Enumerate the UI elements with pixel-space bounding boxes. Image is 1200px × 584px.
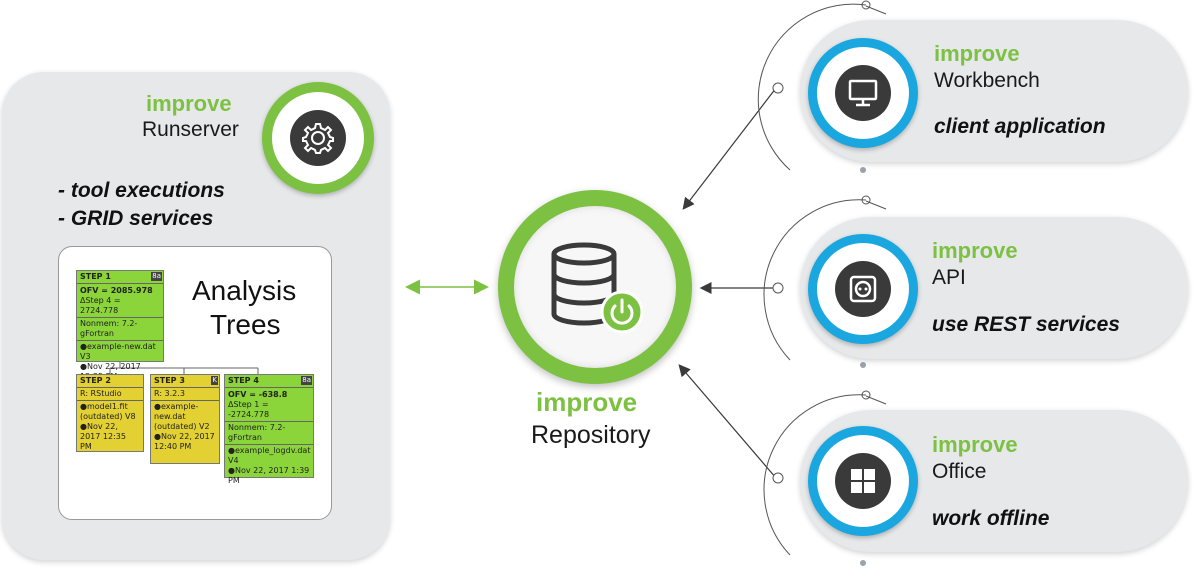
database-power-icon (551, 242, 644, 334)
step1-badge: 8a (151, 272, 162, 281)
office-tagline: work offline (932, 507, 1050, 530)
socket-icon (835, 261, 891, 317)
step3-badge: K (211, 376, 218, 385)
runserver-name: Runserver (142, 118, 239, 141)
repository-brand: improve (536, 387, 638, 417)
step4-nonmem: Nonmem: 7.2-gFortran (225, 422, 313, 445)
step1-ofv: OFV = 2085.978 (80, 286, 153, 295)
runserver-brand: improve (146, 91, 232, 116)
step3-title: STEP 3 (151, 375, 219, 388)
windows-icon (835, 453, 891, 509)
tree-lines (109, 362, 259, 374)
workbench-name: Workbench (934, 69, 1040, 92)
step2-title: STEP 2 (77, 375, 143, 388)
analysis-title-1: Analysis (192, 275, 297, 306)
step3-r: R: 3.2.3 (151, 388, 219, 401)
api-tagline: use REST services (932, 313, 1120, 336)
repository-ring[interactable] (498, 190, 692, 384)
step1-delta: ΔStep 4 = 2724.778 (80, 296, 121, 315)
runserver-task-1: - tool executions (58, 179, 225, 202)
step4-title: STEP 4 (225, 375, 313, 388)
decorative-dots (772, 0, 871, 566)
step4-delta: ΔStep 1 = -2724.778 (228, 400, 270, 419)
analysis-title-2: Trees (210, 309, 281, 340)
step4-badge: 8a (301, 376, 312, 385)
office-arrow (678, 364, 777, 479)
gear-icon (290, 110, 346, 166)
office-name: Office (932, 460, 987, 483)
workbench-ring (808, 38, 918, 148)
step1-file: ●example-new.dat V3 (80, 342, 156, 361)
step3-card[interactable]: STEP 3 K R: 3.2.3 ●example-new.dat (outd… (150, 374, 220, 464)
step2-file: ●model1.fit (outdated) V8 (80, 402, 136, 421)
step4-ofv: OFV = -638.8 (228, 390, 288, 399)
workbench-brand: improve (934, 41, 1020, 66)
step1-nonmem: Nonmem: 7.2-gFortran (77, 318, 163, 341)
runserver-ring (262, 82, 374, 194)
decorative-arcs (757, 3, 887, 556)
step2-date: ●Nov 22, 2017 12:35 PM (80, 422, 126, 451)
monitor-icon (835, 65, 891, 121)
api-name: API (932, 266, 966, 289)
repository-name: Repository (531, 421, 651, 449)
step4-date: ●Nov 22, 2017 1:39 PM (228, 466, 310, 485)
step1-card[interactable]: STEP 1 8a OFV = 2085.978 ΔStep 4 = 2724.… (76, 270, 164, 381)
runserver-task-2: - GRID services (58, 207, 214, 230)
api-ring (808, 234, 918, 344)
step4-file: ●example_logdv.dat V4 (228, 446, 311, 465)
api-brand: improve (932, 238, 1018, 263)
office-brand: improve (932, 432, 1018, 457)
workbench-tagline: client application (934, 115, 1106, 138)
workbench-arrow (682, 87, 777, 210)
step3-date: ●Nov 22, 2017 12:40 PM (154, 432, 215, 451)
office-ring (808, 426, 918, 536)
step2-r: R: RStudio (77, 388, 143, 401)
step2-card[interactable]: STEP 2 R: RStudio ●model1.fit (outdated)… (76, 374, 144, 452)
step3-file: ●example-new.dat (outdated) V2 (154, 402, 210, 431)
step1-title: STEP 1 (77, 271, 163, 284)
step4-card[interactable]: STEP 4 8a OFV = -638.8 ΔStep 1 = -2724.7… (224, 374, 314, 485)
